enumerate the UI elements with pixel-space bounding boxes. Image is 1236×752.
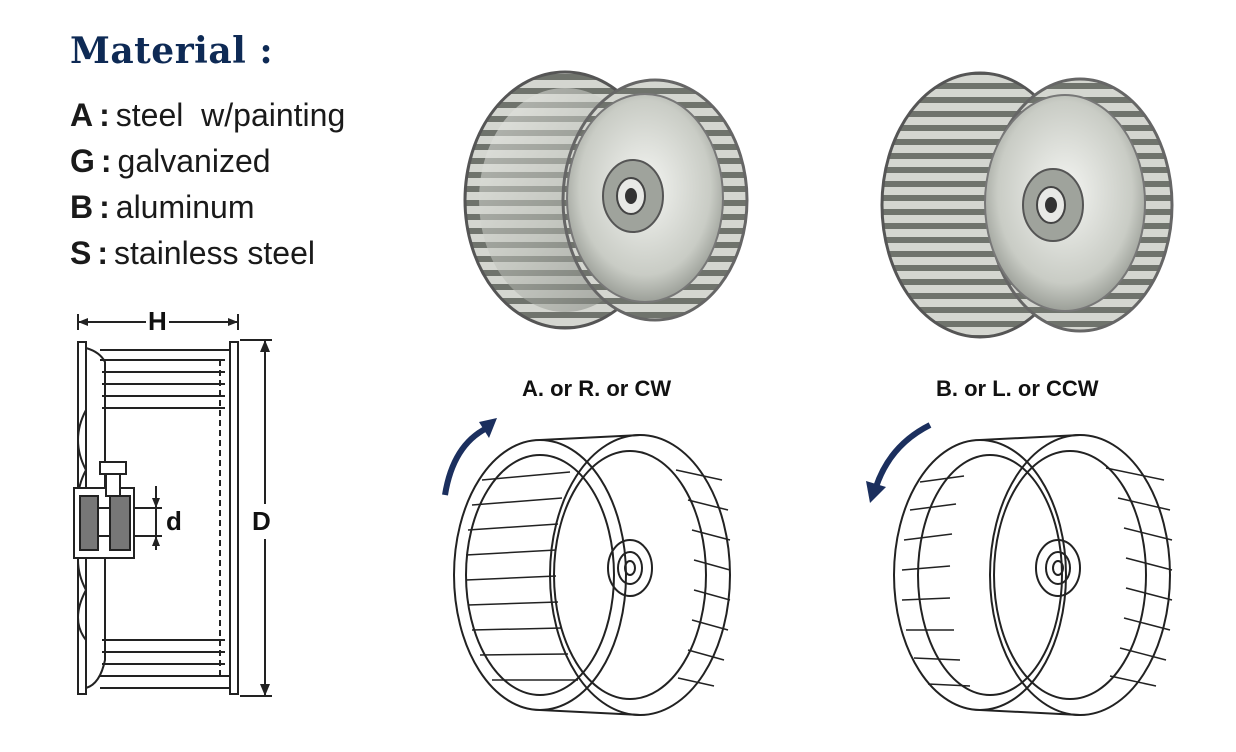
material-code: B bbox=[70, 189, 94, 225]
wheel-cross-section-drawing bbox=[73, 314, 272, 697]
diameter-dimension-label: D bbox=[252, 504, 271, 539]
material-desc: galvanized bbox=[117, 143, 271, 179]
material-separator: : bbox=[100, 143, 112, 179]
material-desc: steel w/painting bbox=[115, 97, 346, 133]
blower-wheel-line-drawing-cw bbox=[453, 434, 731, 716]
material-item-b: B:aluminum bbox=[70, 184, 345, 230]
material-item-a: A:steel w/painting bbox=[70, 92, 345, 138]
width-dimension-label: H bbox=[146, 306, 169, 337]
material-code: S bbox=[70, 235, 92, 271]
material-code: A bbox=[70, 97, 94, 133]
material-item-g: G:galvanized bbox=[70, 138, 345, 184]
material-desc: stainless steel bbox=[114, 235, 315, 271]
blower-wheel-photo-ccw bbox=[880, 71, 1174, 339]
material-list: A:steel w/painting G:galvanized B:alumin… bbox=[70, 92, 345, 276]
blower-wheel-line-drawing-ccw bbox=[893, 434, 1173, 716]
material-separator: : bbox=[99, 189, 110, 225]
material-desc: aluminum bbox=[115, 189, 255, 225]
bore-dimension-label: d bbox=[166, 506, 182, 536]
material-item-s: S:stainless steel bbox=[70, 230, 345, 276]
counterclockwise-direction-label: B. or L. or CCW bbox=[936, 376, 1099, 401]
material-separator: : bbox=[97, 235, 108, 271]
blower-wheel-photo-cw bbox=[463, 70, 749, 330]
clockwise-direction-label: A. or R. or CW bbox=[522, 376, 672, 401]
material-code: G bbox=[70, 143, 95, 179]
material-separator: : bbox=[99, 97, 110, 133]
material-title: Material : bbox=[70, 30, 274, 72]
clockwise-arrow-icon bbox=[442, 418, 497, 496]
counterclockwise-arrow-icon bbox=[866, 422, 932, 503]
